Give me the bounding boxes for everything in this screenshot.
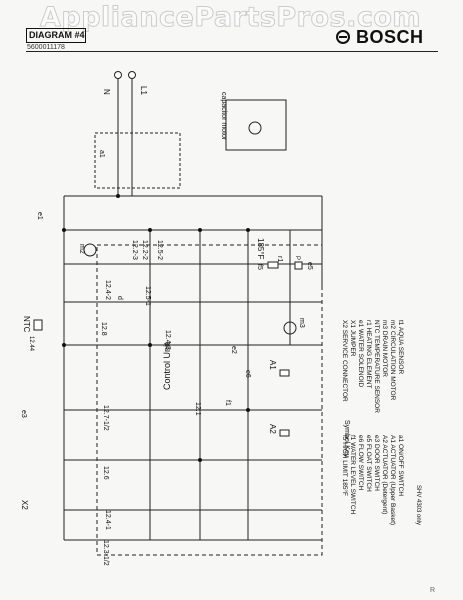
symbol-key-title: Symbol Key [343, 420, 350, 458]
terminal-12-7: 12.7-1/2 [102, 405, 109, 431]
actuator-a2-icon [279, 429, 290, 437]
page-mark: R [430, 587, 436, 594]
pressure-switch-icon [294, 261, 303, 270]
key-item: e3 DOOR SWITCH [373, 435, 380, 491]
actuator-a1-icon [279, 369, 290, 377]
comp-m3: m3 [298, 318, 305, 328]
motor-m2-icon [83, 243, 97, 257]
capacitor-motor-label: capacitor motor [220, 92, 227, 141]
comp-e5: e5 [306, 262, 313, 270]
terminal-12-2-3: 12.2-3 [131, 240, 138, 260]
comp-f5: f5 [256, 264, 263, 270]
heater-r1-icon [267, 261, 279, 269]
comp-d: d [116, 296, 123, 300]
key-item: m3 DRAIN MOTOR [381, 320, 388, 377]
comp-e6: e6 [244, 370, 251, 378]
key-item: A1 ACTUATOR (Upper Basket) [389, 435, 396, 526]
symbol-key: Symbol Key [343, 420, 350, 458]
symbol-key-column-2: t1 AQUA SENSOR m2 CIRCULATION MOTOR m3 D… [340, 320, 404, 413]
key-item: NTC TEMPERATURE SENSOR [373, 320, 380, 413]
key-item: e1 WATER SOLENOID [357, 320, 364, 388]
terminal-12-4-1: 12.4-1 [104, 510, 111, 530]
comp-r1: r1 [276, 256, 283, 262]
terminal-12-44: 12.44 [28, 336, 34, 352]
comp-e1: e1 [36, 212, 43, 220]
terminal-12-8: 12.8 [100, 322, 107, 336]
comp-p: P [294, 256, 300, 260]
capacitor-motor-icon [248, 121, 262, 135]
key-item: r1 HEATING ELEMENT [365, 320, 372, 389]
control-unit-label: Control Unit [162, 342, 172, 390]
watermark: AppliancePartsPros.com [40, 2, 422, 34]
key-item: m2 CIRCULATION MOTOR [389, 320, 396, 401]
header-rule [26, 51, 438, 52]
terminal-12-5-2: 12.5-2 [156, 240, 163, 260]
terminal-12-4-3: 12.4-3 [164, 330, 171, 350]
key-item: f1 WATER LEVEL SWITCH [349, 435, 356, 515]
comp-m2: m2 [78, 244, 85, 254]
key-item: e5 FLOAT SWITCH [365, 435, 372, 492]
key-item: A2 ACTUATOR (Detergent) [381, 435, 388, 515]
key-item: X2 SERVICE CONNECTOR [341, 320, 348, 402]
comp-a2: A2 [268, 424, 277, 434]
document-number: 5600011178 [27, 44, 65, 51]
ntc-sensor-icon [33, 319, 43, 331]
comp-a1-lower: A1 [268, 360, 277, 370]
line-label: L1 [139, 86, 148, 95]
terminal-12-4-2: 12.4-2 [104, 280, 111, 300]
key-item: t1 AQUA SENSOR [397, 320, 404, 375]
motor-m3-icon [283, 321, 297, 335]
comp-x2: X2 [20, 500, 29, 510]
comp-e2: e2 [230, 346, 237, 354]
symbol-key-column-1: a1 ON/OFF SWITCH A1 ACTUATOR (Upper Bask… [340, 435, 404, 525]
key-item: X1 JUMPER [349, 320, 356, 357]
terminal-12-6: 12.6 [102, 466, 109, 480]
comp-ntc: NTC [22, 316, 31, 333]
comp-a1: a1 [98, 150, 105, 158]
comp-temp: 185°F [256, 238, 265, 260]
key-item: a1 ON/OFF SWITCH [397, 435, 404, 497]
bosch-logo-icon [336, 30, 350, 44]
symbol-key-note: SHV 4303 only [415, 485, 421, 526]
terminal-12-2-2: 12.2-2 [141, 240, 148, 260]
key-item: e6 FLOW SWITCH [357, 435, 364, 491]
terminal-12-3: 12.3-1/2 [102, 540, 109, 566]
key-item: f5 HIGH LIMIT 185°F [341, 435, 348, 496]
neutral-label: N [102, 89, 111, 95]
comp-f1: f1 [224, 400, 231, 406]
diagram-number: DIAGRAM #4 [26, 28, 86, 43]
terminal-12-5-1: 12.5-1 [144, 286, 151, 306]
terminal-12-1: 12.1 [194, 402, 201, 416]
brand-logo: BOSCH [356, 27, 424, 47]
comp-e3: e3 [20, 410, 27, 418]
